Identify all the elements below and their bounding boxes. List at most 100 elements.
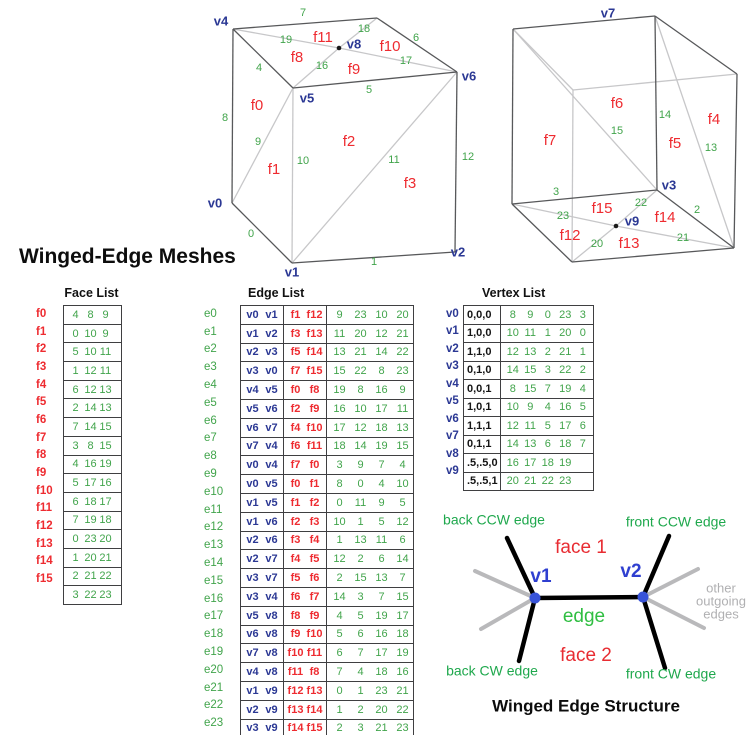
face-row-label: f14 (36, 555, 53, 568)
front-cube-edge-line (232, 17, 378, 30)
edge-ref: 2 (579, 364, 586, 377)
edge-row-label: e21 (204, 681, 224, 694)
back-cube-diagonal-line (571, 89, 574, 263)
wing-edge-ref: 0 (357, 478, 364, 491)
vertex-ref: v6 (246, 421, 259, 434)
face-row-label: f5 (36, 396, 47, 409)
face-ref: f13 (306, 327, 323, 340)
edge-ref: 2 (72, 570, 79, 583)
wing-edge-ref: 5 (357, 609, 364, 622)
vertex-coords: .5,.5,1 (467, 475, 498, 488)
wing-edge-ref: 22 (396, 346, 409, 359)
face-ref: f2 (290, 515, 301, 528)
wing-edge-ref: 4 (399, 459, 406, 472)
edge-ref: 15 (99, 420, 112, 433)
edge-row-label: e7 (204, 432, 217, 445)
edge-ref: 1 (72, 364, 79, 377)
vertex-ref: v5 (265, 496, 278, 509)
wing-edge-ref: 21 (396, 684, 409, 697)
edge-ref: 23 (559, 475, 572, 488)
edge-ref: 13 (524, 438, 537, 451)
front-cube-vertex-label: v2 (451, 244, 465, 259)
face-ref: f7 (290, 365, 301, 378)
front-cube-face-label: f10 (380, 38, 401, 55)
face-ref: f5 (290, 346, 301, 359)
edge-ref: 16 (506, 456, 519, 469)
wing-edge-ref: 14 (375, 346, 388, 359)
face-row-label: f0 (36, 307, 47, 320)
edge-ref: 15 (524, 364, 537, 377)
back-cube-edge-line (656, 189, 735, 249)
winged-label-red: face 1 (555, 537, 607, 558)
vertex-ref: v4 (265, 590, 278, 603)
edge-row-label: e11 (204, 503, 223, 516)
edge-row-label: e17 (204, 610, 224, 623)
face-row-label: f10 (36, 484, 53, 497)
front-cube-vertex-label: v0 (208, 195, 222, 210)
edge-ref: 14 (84, 402, 97, 415)
vertex-ref: v6 (265, 534, 278, 547)
front-cube-diagonal-line (231, 87, 294, 204)
edge-ref: 1 (72, 551, 79, 564)
edge-row-label: e10 (204, 485, 224, 498)
vertex-ref: v5 (265, 384, 278, 397)
face-row-label: f7 (36, 431, 47, 444)
edge-row-label: e1 (204, 325, 217, 338)
face-ref: f9 (290, 628, 301, 641)
wing-edge-ref: 7 (357, 647, 364, 660)
wing-edge-ref: 15 (333, 365, 346, 378)
edge-ref: 19 (559, 456, 572, 469)
edge-ref: 4 (72, 458, 79, 471)
wing-edge-ref: 2 (357, 703, 364, 716)
front-cube-edge-number: 8 (222, 112, 228, 124)
wing-edge-ref: 16 (396, 666, 409, 679)
wing-edge-ref: 23 (396, 365, 409, 378)
edge-ref: 0 (579, 327, 586, 340)
wing-edge-ref: 12 (396, 515, 409, 528)
wing-edge-ref: 22 (396, 703, 409, 716)
wing-edge-ref: 8 (336, 478, 343, 491)
face-ref: f2 (290, 402, 301, 415)
front-cube-edge-number: 18 (358, 23, 370, 35)
wing-edge-ref: 5 (336, 628, 343, 641)
wing-edge-ref: 20 (375, 703, 388, 716)
face-row-label: f11 (36, 502, 52, 515)
edge-ref: 22 (84, 589, 97, 602)
edge-row-label: e5 (204, 396, 217, 409)
wing-edge-ref: 0 (336, 684, 343, 697)
front-cube-edge-line (376, 17, 458, 73)
vertex-ref: v6 (265, 515, 278, 528)
wing-edge-ref: 13 (333, 346, 346, 359)
edge-row-label: e2 (204, 343, 217, 356)
wing-edge-ref: 14 (396, 553, 409, 566)
vertex-ref: v8 (265, 647, 278, 660)
wing-edge-ref: 14 (354, 440, 367, 453)
edge-ref: 17 (84, 477, 97, 490)
back-cube-edge-number: 23 (557, 210, 569, 222)
wing-edge-ref: 15 (396, 590, 409, 603)
wing-edge-ref: 10 (333, 515, 346, 528)
front-cube-vertex-label: v4 (214, 13, 229, 28)
front-cube-edge-number: 0 (248, 228, 254, 240)
